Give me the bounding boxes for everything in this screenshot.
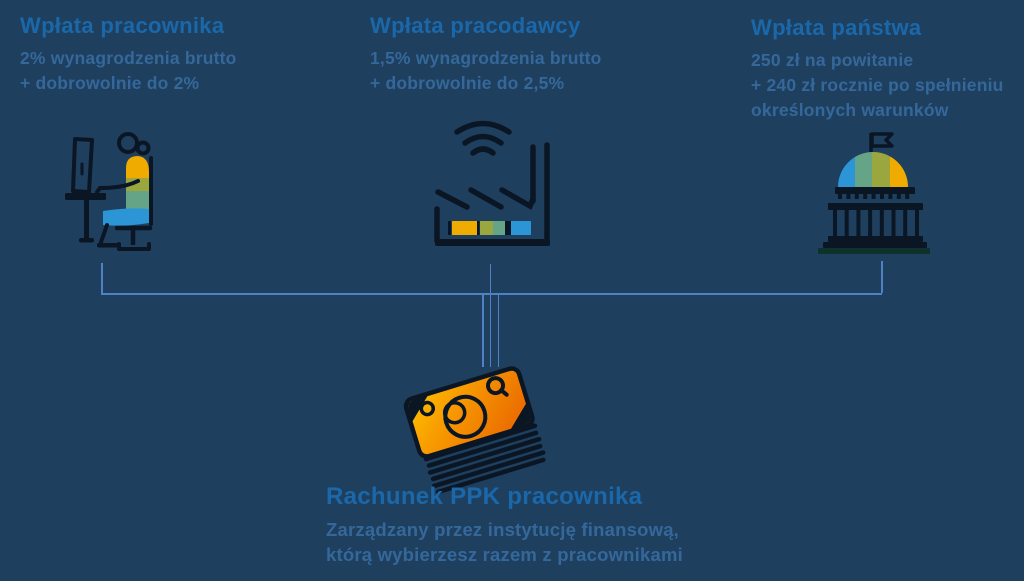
banknotes-stack-icon <box>403 366 546 495</box>
government-building-icon <box>818 132 930 254</box>
factory-wifi-icon <box>434 120 550 246</box>
connector-state-vertical <box>881 261 883 293</box>
wifi-signal-icon <box>454 120 512 156</box>
employee-contribution-title: Wpłata pracownika <box>20 13 225 38</box>
connector-employee-vertical <box>101 263 103 293</box>
employer-contribution-title: Wpłata pracodawcy <box>370 13 581 38</box>
coin-emblem-small <box>486 376 506 396</box>
ppk-account-line: którą wybierzesz razem z pracownikami <box>326 544 683 565</box>
employer-contribution-line: 1,5% wynagrodzenia brutto <box>370 48 602 68</box>
employee-contribution-line: 2% wynagrodzenia brutto <box>20 48 237 68</box>
state-contribution-line: 250 zł na powitanie <box>751 50 914 70</box>
state-contribution-line: + 240 zł rocznie po spełnieniu <box>751 75 1004 95</box>
connector-horizontal <box>101 293 882 295</box>
employer-contribution-block: Wpłata pracodawcy 1,5% wynagrodzenia bru… <box>370 13 602 96</box>
employee-at-desk-icon <box>65 132 153 251</box>
flag-icon <box>869 132 894 152</box>
person-head <box>117 132 139 154</box>
dentils <box>838 194 910 199</box>
ppk-account-line: Zarządzany przez instytucję finansową, <box>326 519 680 540</box>
connector-center-middle-vertical <box>489 264 491 367</box>
state-contribution-title: Wpłata państwa <box>751 15 922 40</box>
ppk-account-title: Rachunek PPK pracownika <box>326 483 643 510</box>
columns <box>833 210 919 236</box>
ppk-account-block: Rachunek PPK pracownika Zarządzany przez… <box>326 483 683 567</box>
monitor-icon <box>71 137 94 194</box>
state-contribution-line: określonych warunków <box>751 100 949 120</box>
connector-center-right-vertical <box>497 293 499 367</box>
capitol-dome <box>838 152 908 187</box>
factory-color-band <box>448 221 531 235</box>
connector-center-left-vertical <box>482 293 484 367</box>
employer-contribution-line: + dobrowolnie do 2,5% <box>370 73 565 93</box>
banknotes-group <box>403 366 546 495</box>
state-contribution-block: Wpłata państwa 250 zł na powitanie + 240… <box>751 15 1004 123</box>
chair <box>114 225 153 251</box>
factory-structure <box>434 142 550 244</box>
employee-contribution-block: Wpłata pracownika 2% wynagrodzenia brutt… <box>20 13 237 96</box>
desk <box>65 193 106 200</box>
person-torso <box>103 156 149 226</box>
employee-contribution-line: + dobrowolnie do 2% <box>20 73 200 93</box>
coin-emblem-large <box>443 394 488 439</box>
